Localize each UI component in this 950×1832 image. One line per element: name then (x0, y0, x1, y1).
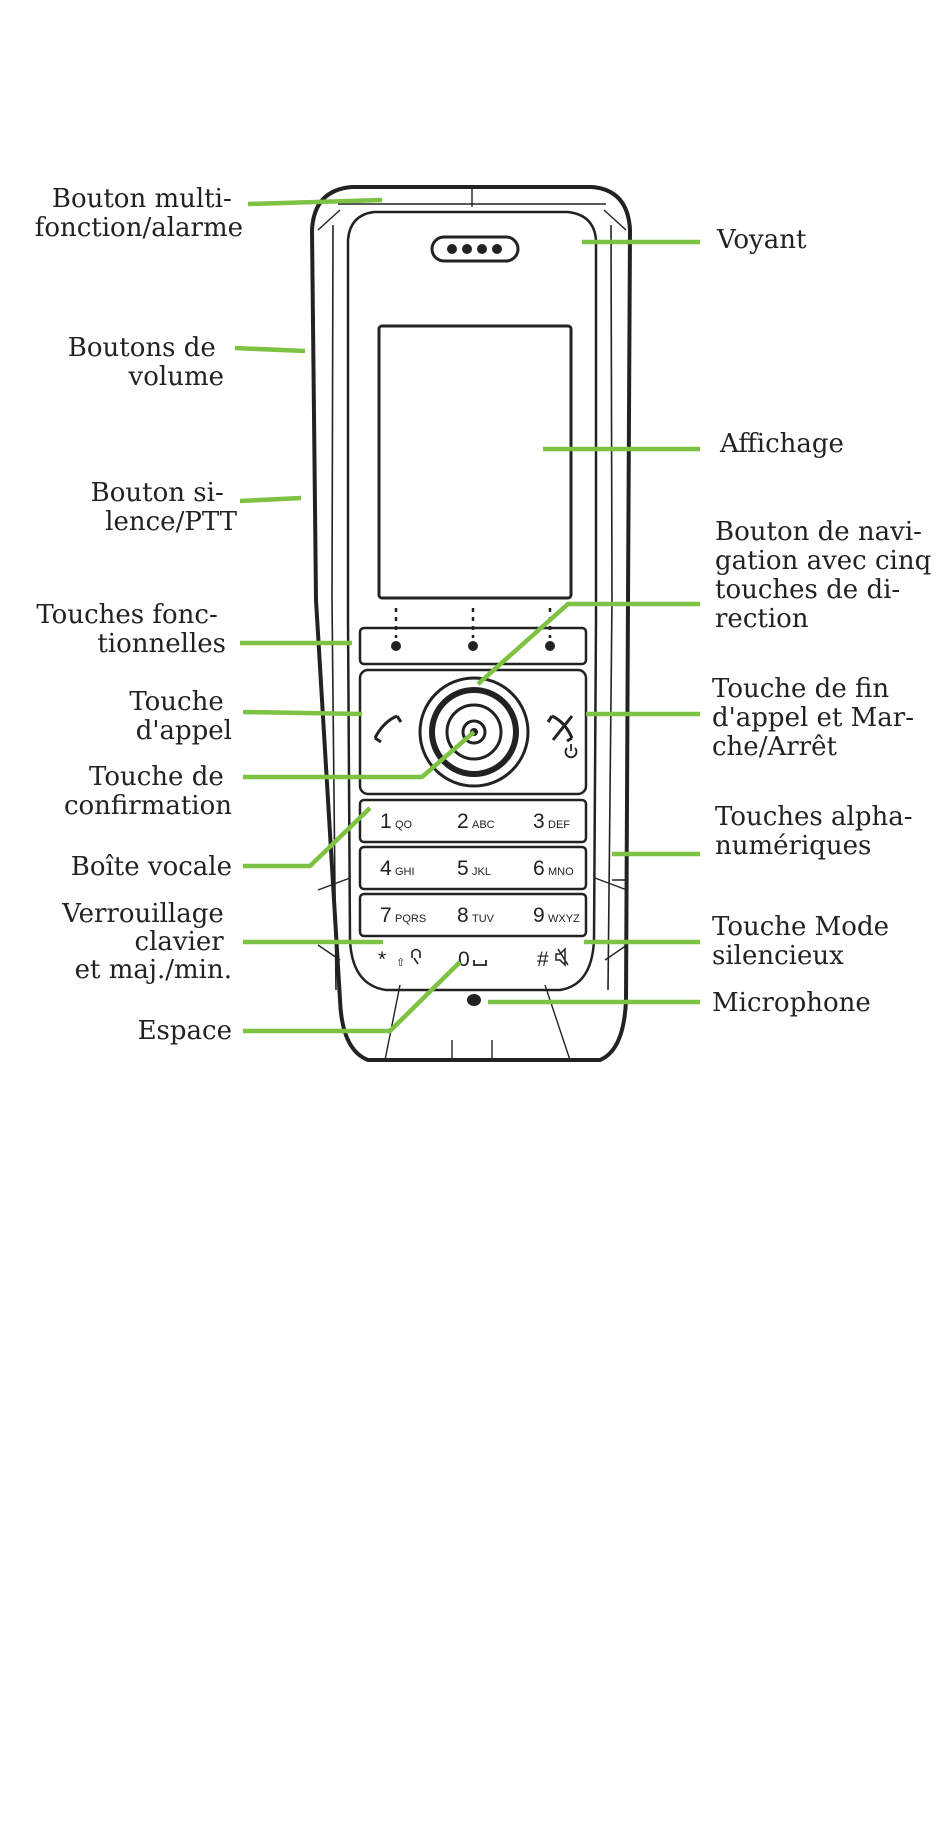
mute-icon (555, 947, 569, 967)
leader-call-key (242, 709, 363, 717)
key-digit: 4 (380, 857, 392, 880)
key-letters: ABC (472, 819, 495, 831)
key-digit: 2 (457, 810, 469, 833)
key-letters: GHI (395, 866, 415, 878)
earpiece-speaker (430, 235, 520, 263)
leader-navigation (476, 601, 700, 686)
key-digit: 3 (533, 810, 545, 833)
key-digit: 8 (457, 904, 469, 927)
label-microphone: Microphone (712, 988, 871, 1018)
label-space: Espace (138, 1016, 232, 1046)
speaker-hole (492, 244, 502, 254)
label-alphanumeric-keys: Touches alpha- numériques (715, 802, 921, 861)
key-letters: QO (395, 819, 413, 831)
label-led: Voyant (716, 225, 807, 255)
handset-outer-shell (309, 185, 633, 1062)
leader-voicemail (243, 806, 372, 869)
key-lock-icon (411, 948, 421, 965)
end-call-icon (546, 714, 574, 743)
label-display: Affichage (719, 429, 844, 459)
key-digit: 6 (533, 857, 545, 880)
keypad-row-frame (358, 798, 588, 844)
speaker-hole (477, 244, 487, 254)
soft-key-left (391, 641, 401, 651)
label-mute-ptt-button: Bouton si- lence/PTT (91, 478, 238, 537)
label-volume-buttons: Boutons de volume (68, 333, 224, 392)
leader-mute-ptt (239, 495, 302, 504)
label-end-call-key: Touche de fin d'appel et Mar- che/Arrêt (712, 674, 922, 762)
shell-facets (317, 187, 628, 1061)
speaker-hole (447, 244, 457, 254)
navigation-ring-outer (418, 676, 530, 788)
key-letters: MNO (548, 866, 574, 878)
label-keypad-lock: Verrouillage clavier et maj./min. (61, 899, 232, 985)
label-confirm-key: Touche de confirmation (64, 762, 232, 821)
power-icon (564, 744, 578, 759)
call-key-area (358, 668, 588, 796)
microphone-hole (467, 994, 481, 1006)
key-digit: 1 (380, 810, 392, 833)
navigation-ring-inner (429, 687, 519, 777)
soft-keys (358, 608, 588, 666)
label-silent-mode-key: Touche Mode silencieux (712, 912, 897, 971)
leader-confirm (243, 730, 476, 780)
space-icon (473, 960, 487, 966)
display-screen (377, 324, 573, 600)
face-plate (346, 210, 598, 992)
leader-space (243, 960, 462, 1034)
label-soft-keys: Touches fonc- tionnelles (36, 600, 226, 659)
key-letters: JKL (472, 866, 491, 878)
key-zero: 0 (458, 948, 470, 971)
callout-labels: Bouton multi- fonction/alarme Boutons de… (35, 184, 940, 1046)
label-voicemail: Boîte vocale (71, 852, 232, 882)
keypad-row-frame (358, 845, 588, 891)
confirm-button (445, 703, 503, 761)
key-star: * (378, 948, 386, 971)
key-letters: PQRS (395, 913, 426, 925)
soft-key-right (545, 641, 555, 651)
call-icon (373, 714, 403, 744)
key-digit: 9 (533, 904, 545, 927)
key-lock-icon: ⇧ (396, 957, 405, 969)
key-letters: WXYZ (548, 913, 580, 925)
key-digit: 7 (380, 904, 392, 927)
speaker-hole (462, 244, 472, 254)
label-navigation-button: Bouton de navi- gation avec cinq touches… (715, 517, 940, 634)
key-letters: TUV (472, 913, 495, 925)
key-hash: # (537, 948, 549, 971)
key-letters: DEF (548, 819, 570, 831)
label-multifunction-button: Bouton multi- fonction/alarme (35, 184, 243, 243)
navigation-cluster (358, 668, 588, 796)
key-digit: 5 (457, 857, 469, 880)
leader-volume (234, 345, 306, 354)
soft-key-middle (468, 641, 478, 651)
keypad-row-frame (358, 892, 588, 938)
leader-multifunction (247, 197, 383, 207)
label-call-key: Touche d'appel (129, 687, 232, 746)
leader-lines (234, 197, 700, 1034)
